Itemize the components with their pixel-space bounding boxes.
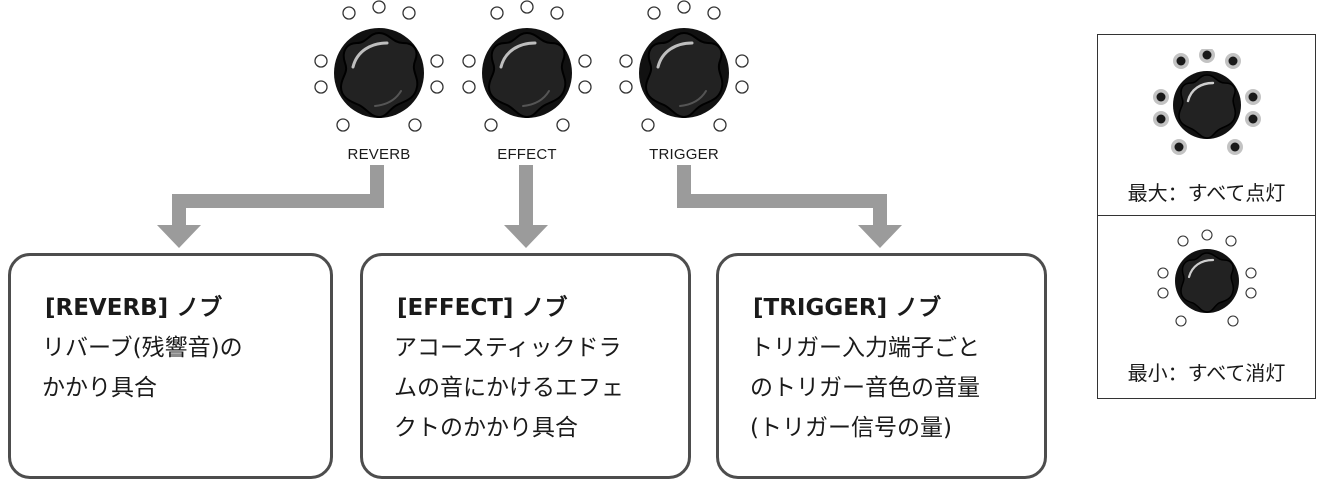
trigger-box-line: (トリガー信号の量) <box>750 415 952 441</box>
knob-trigger[interactable]: TRIGGER <box>614 0 754 168</box>
effect-box-line: クトのかかり具合 <box>394 415 578 441</box>
arrow-reverb <box>157 165 384 248</box>
effect-box-line: ムの音にかけるエフェ <box>394 375 624 401</box>
trigger-description-box: [TRIGGER] ノブ トリガー入力端子ごと のトリガー音色の音量 (トリガー… <box>716 253 1047 479</box>
led-legend: 最大：すべて点灯 最小：すべて消灯 <box>1097 34 1316 399</box>
knob-reverb[interactable]: REVERB <box>309 0 449 168</box>
trigger-box-line: トリガー入力端子ごと <box>750 335 980 361</box>
knob-all-lit-icon <box>1152 49 1261 155</box>
reverb-box-line: かかり具合 <box>42 375 157 401</box>
legend-min: 最小：すべて消灯 <box>1098 215 1315 398</box>
trigger-box-body: トリガー入力端子ごと のトリガー音色の音量 (トリガー信号の量) <box>750 328 980 448</box>
effect-knob-icon <box>462 0 592 132</box>
reverb-knob-icon <box>314 0 444 132</box>
knob-label-reverb: REVERB <box>347 146 411 163</box>
trigger-knob-icon <box>619 0 749 132</box>
knob-all-off-icon <box>1156 229 1257 327</box>
effect-box-title: [EFFECT] ノブ <box>397 295 568 321</box>
effect-box-body: アコースティックドラ ムの音にかけるエフェ クトのかかり具合 <box>394 328 624 448</box>
arrow-effect <box>504 165 548 248</box>
effect-box-line: アコースティックドラ <box>394 335 622 361</box>
knob-label-effect: EFFECT <box>497 146 557 163</box>
reverb-box-body: リバーブ(残響音)の かかり具合 <box>42 328 243 408</box>
trigger-box-title: [TRIGGER] ノブ <box>753 295 942 321</box>
arrow-trigger <box>677 165 902 248</box>
legend-min-caption: 最小：すべて消灯 <box>1127 361 1286 385</box>
effect-description-box: [EFFECT] ノブ アコースティックドラ ムの音にかけるエフェ クトのかかり… <box>360 253 691 479</box>
legend-max: 最大：すべて点灯 <box>1098 35 1315 216</box>
trigger-box-line: のトリガー音色の音量 <box>750 375 980 401</box>
reverb-box-line: リバーブ(残響音)の <box>42 335 243 361</box>
knob-effect[interactable]: EFFECT <box>457 0 597 168</box>
knob-label-trigger: TRIGGER <box>649 146 719 163</box>
legend-max-caption: 最大：すべて点灯 <box>1127 181 1286 205</box>
reverb-description-box: [REVERB] ノブ リバーブ(残響音)の かかり具合 <box>8 253 333 479</box>
reverb-box-title: [REVERB] ノブ <box>45 295 223 321</box>
